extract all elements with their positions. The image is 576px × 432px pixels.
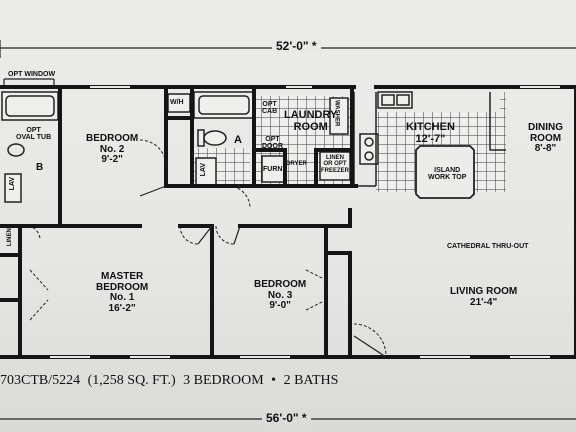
room-kitchen: KITCHEN 12'-7" [406,121,455,145]
opt-oval-tub-label: OPT OVAL TUB [16,127,51,142]
room-bedroom-3: BEDROOM No. 3 9'-0" [254,279,307,312]
opt-oval-tub-line2: OVAL TUB [16,134,52,142]
top-dimension: 52'-0" * [272,40,321,53]
room-dining: DINING ROOM 8'-8" [528,122,563,155]
bedroom-2-name: BEDROOM [86,133,139,144]
linen-freezer-line3: FREEZER [321,167,350,174]
bath-a-label: A [234,134,242,146]
bathtub-b [1,91,59,157]
opt-cab-line1: OPT [262,101,277,108]
door-swings [27,139,387,357]
bedroom-3-number: No. 3 [267,289,293,301]
bottom-dimension: 56'-0" * [262,412,311,425]
bath-count: 2 BATHS [283,373,339,388]
bottom-dimension-marker: * [301,411,307,425]
windows [50,86,560,358]
island-label: ISLAND WORK TOP [428,167,466,182]
laundry-name: LAUNDRY [284,109,338,121]
toilet-a [197,129,227,147]
bedroom-3-size: 9'-0" [269,300,291,311]
linen-label: LINEN [6,228,13,247]
bottom-dimension-value: 56'-0" [266,411,299,425]
caption-bullet: • [271,373,277,388]
laundry-sub: ROOM [293,120,328,133]
opt-cab-line2: CAB [262,108,278,116]
dining-name: DINING [528,122,563,133]
top-dimension-marker: * [311,39,317,53]
living-name: LIVING ROOM [450,286,518,297]
island-line1: ISLAND [434,167,461,174]
room-living: LIVING ROOM 21'-4" [450,286,518,308]
room-master-bedroom: MASTER BEDROOM No. 1 16'-2" [96,271,149,314]
dining-size: 8'-8" [534,143,557,154]
kitchen-range [359,133,379,165]
kitchen-name: KITCHEN [406,121,455,133]
room-laundry: LAUNDRY ROOM [284,109,338,133]
water-heater-label: W/H [170,99,184,106]
plan-caption: 703CTB/5224 (1,258 SQ. FT.) 3 BEDROOM • … [0,373,342,389]
walls [0,85,576,359]
opt-oval-tub-line1: OPT [26,127,41,134]
linen-freezer-line2: OR OPT [323,161,347,168]
lav-sinks [4,157,217,203]
opt-door-line1: OPT [265,136,280,143]
furnace-label: FURN [263,166,283,173]
opt-window-label: OPT WINDOW [8,71,56,78]
dryer-label: DRYER [286,161,307,167]
bedroom-2-size: 9'-2" [101,154,123,165]
lav-a-label: LAV [200,162,208,177]
living-size: 21'-4" [470,296,498,308]
master-name: MASTER [101,271,144,282]
door-leaves [139,185,387,358]
lav-b-label: LAV [9,176,17,191]
cathedral-label: CATHEDRAL THRU-OUT [447,243,529,250]
kitchen-size: 12'-7" [415,132,446,145]
kitchen-sink [377,91,413,109]
opt-door-label: OPT DOOR [262,136,283,151]
laundry-appliances [261,97,351,183]
master-number: No. 1 [109,292,135,303]
opt-cab-label: OPT CAB [262,101,277,116]
top-dimension-value: 52'-0" [276,39,309,53]
dining-sub: ROOM [529,132,562,144]
bedroom-2-number: No. 2 [99,143,125,155]
island-line2: WORK TOP [428,174,467,182]
master-size: 16'-2" [108,302,136,314]
island-worktop [415,145,475,199]
square-feet: (1,258 SQ. FT.) [87,373,176,388]
room-bedroom-2: BEDROOM No. 2 9'-2" [86,133,139,166]
model-number: 703CTB/5224 [0,373,81,388]
bedroom-3-name: BEDROOM [254,279,307,290]
linen-freezer-label: LINEN OR OPT FREEZER [321,155,349,174]
opt-window-bracket [3,78,55,86]
linen-freezer-line1: LINEN [326,155,344,161]
master-sub: BEDROOM [96,281,149,293]
bathtub-a [193,91,255,119]
bedroom-count: 3 BEDROOM [183,373,264,388]
opt-door-line2: DOOR [262,143,283,151]
bath-b-label: B [36,162,44,173]
